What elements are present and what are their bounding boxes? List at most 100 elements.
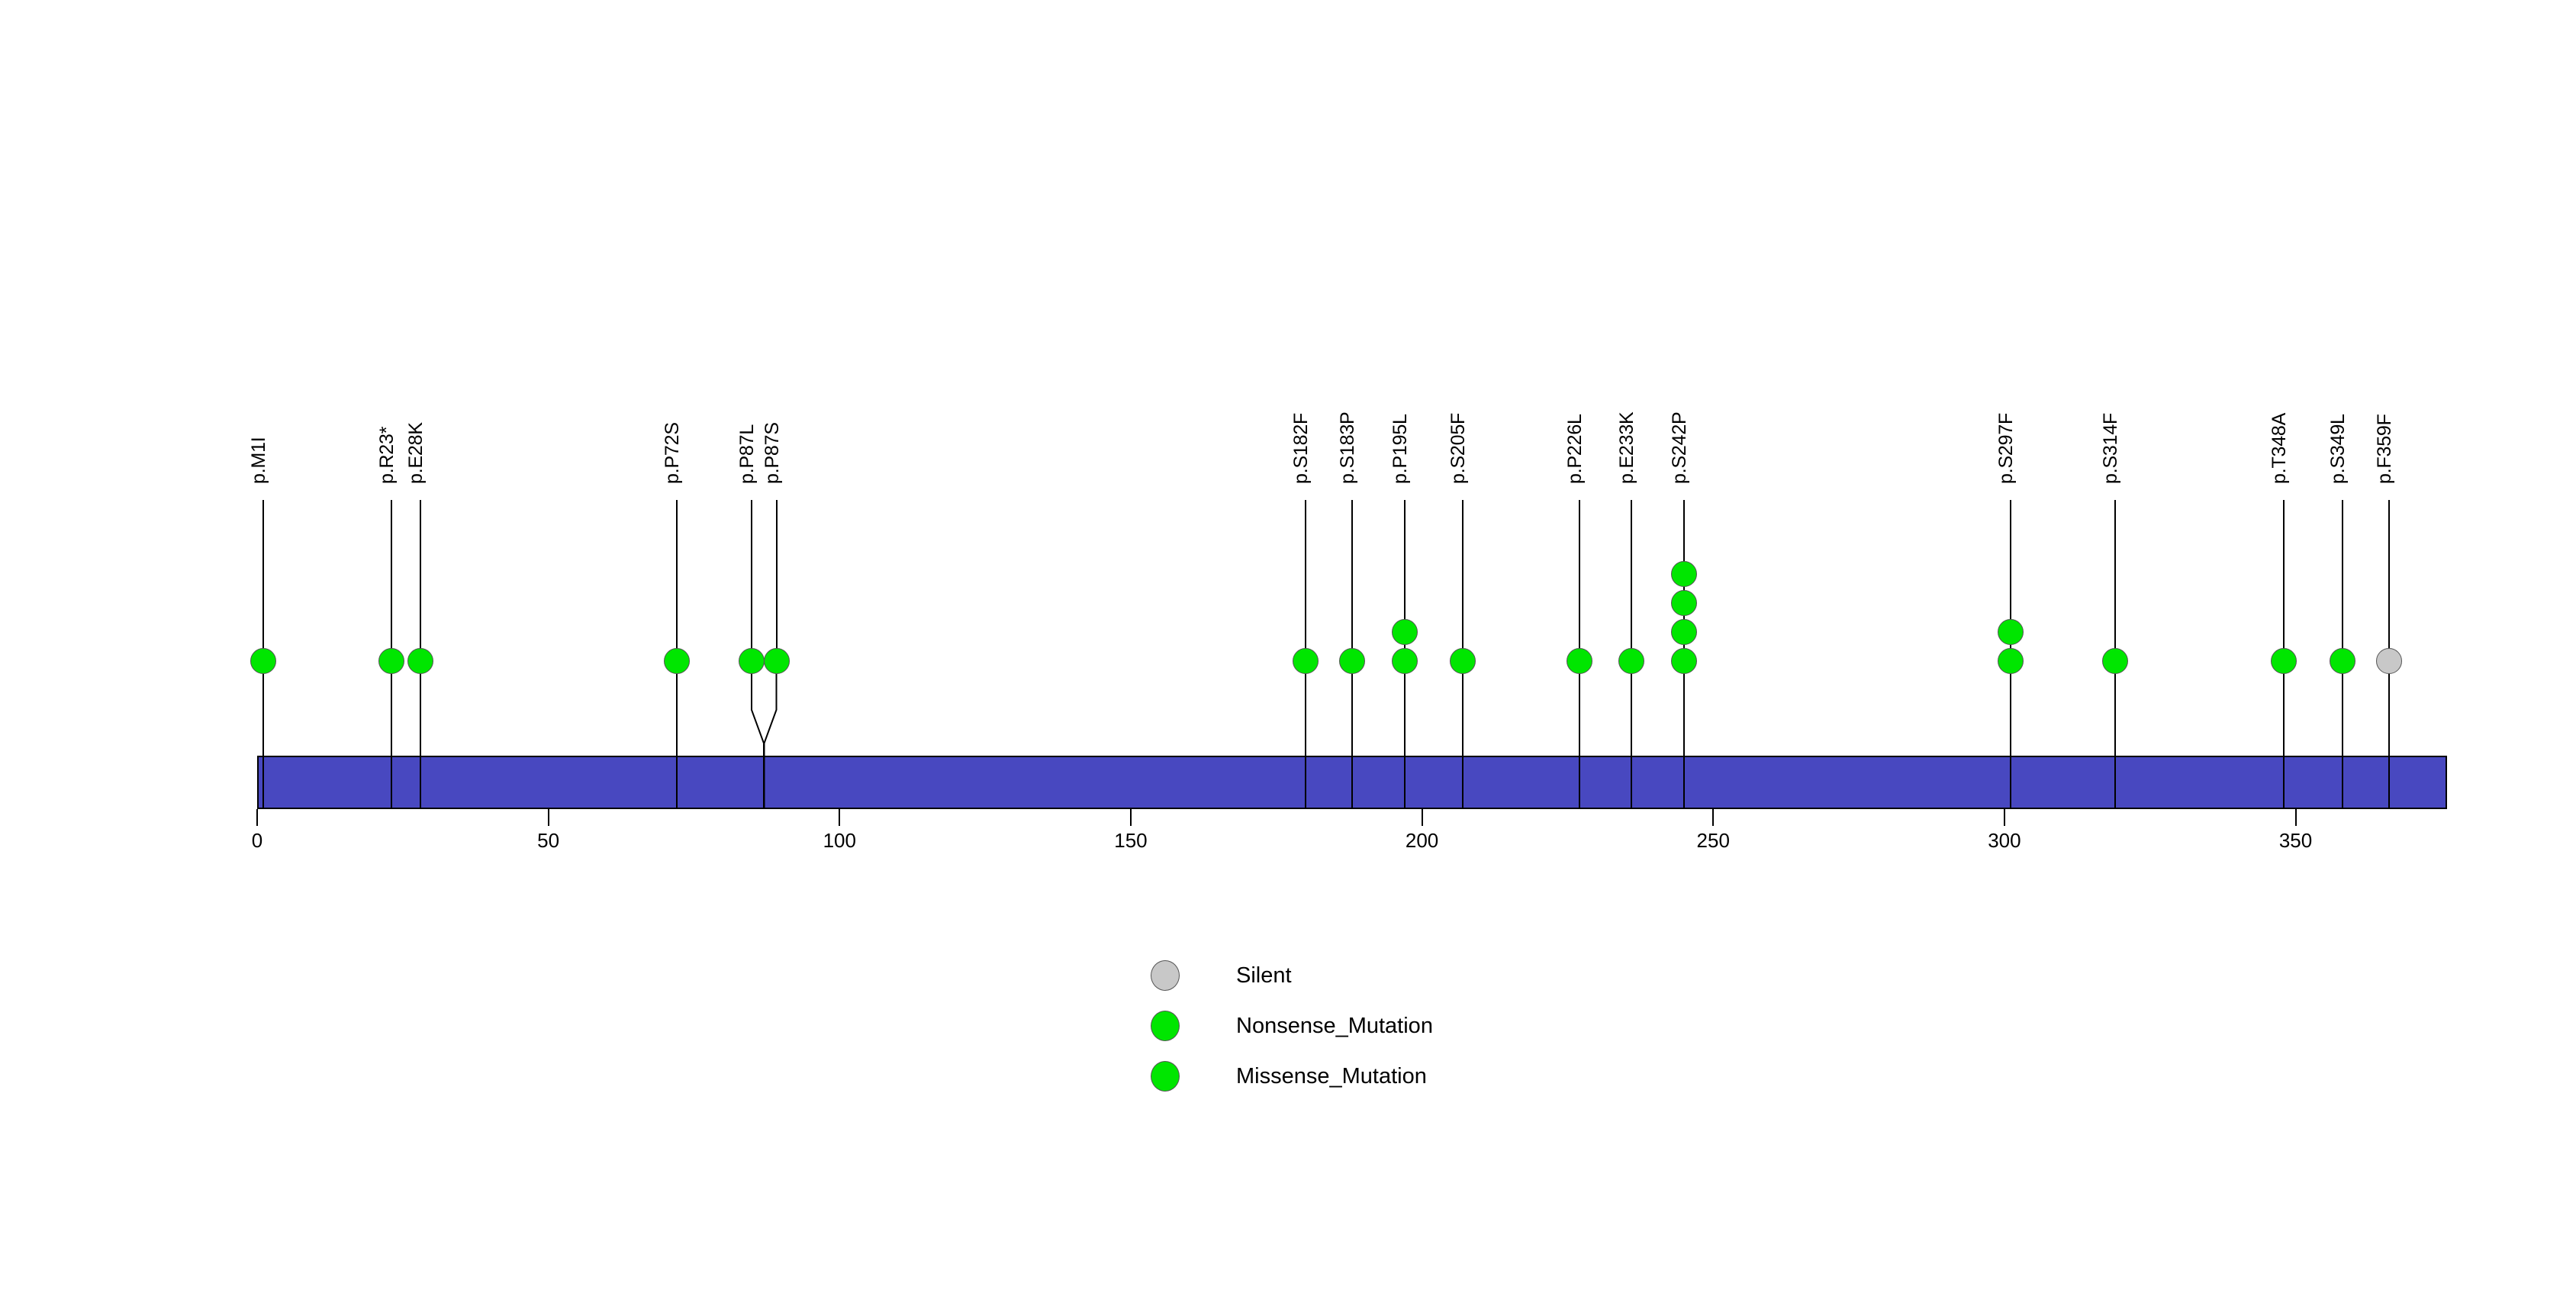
mutation-label: p.P226L (1563, 414, 1586, 484)
legend-swatch (1151, 1011, 1180, 1041)
x-axis-tick-label: 50 (537, 829, 560, 852)
mutation-label: p.P87L (736, 424, 758, 484)
lollipop-stem-lower (1578, 672, 1580, 809)
mutation-label: p.S314F (2099, 412, 2121, 484)
lollipop-stem-lower (2341, 672, 2343, 809)
mutation-dot[interactable] (1671, 590, 1698, 616)
lollipop-stem-lower (2114, 672, 2116, 809)
lollipop-stem-upper (2114, 500, 2116, 651)
lollipop-stem-lower (390, 672, 392, 809)
x-axis-tick-label: 150 (1114, 829, 1148, 852)
lollipop-stem-upper (2341, 500, 2343, 651)
mutation-label: p.M1I (247, 437, 269, 484)
mutation-dot[interactable] (1292, 648, 1319, 674)
mutation-dot[interactable] (663, 648, 690, 674)
x-axis-tick-label: 100 (823, 829, 856, 852)
mutation-dot[interactable] (1566, 648, 1592, 674)
mutation-dot[interactable] (250, 648, 276, 674)
mutation-dot[interactable] (1997, 619, 2024, 645)
mutation-label: p.S183P (1337, 411, 1358, 484)
lollipop-stem-lower (675, 672, 678, 809)
lollipop-stem-upper (1403, 500, 1406, 622)
mutation-dot[interactable] (378, 648, 404, 674)
mutation-dot[interactable] (1391, 648, 1418, 674)
legend-swatch (1151, 960, 1180, 991)
lollipop-stem-lower (419, 672, 421, 809)
x-axis-tick (547, 809, 549, 826)
mutation-label: p.F359F (2373, 414, 2395, 484)
lollipop-stem-upper (1351, 500, 1353, 651)
x-axis-tick-label: 350 (2278, 829, 2313, 852)
lollipop-stem-upper (1683, 500, 1686, 564)
mutation-dot[interactable] (1339, 648, 1365, 674)
mutation-label: p.R23* (375, 426, 398, 484)
mutation-dot[interactable] (2329, 648, 2355, 674)
x-axis-tick (839, 809, 841, 826)
lollipop-stem-upper (390, 500, 392, 651)
mutation-dot[interactable] (1671, 619, 1698, 645)
lollipop-stem-upper (675, 500, 678, 651)
x-axis-tick (1712, 809, 1715, 826)
legend-label: Nonsense_Mutation (1236, 1014, 1433, 1038)
lollipop-stem-upper (1462, 500, 1464, 651)
mutation-dot[interactable] (1671, 648, 1698, 674)
lollipop-stem-segment (1683, 585, 1686, 592)
x-axis-tick (1129, 809, 1132, 826)
lollipop-stem-lower (2009, 672, 2011, 809)
mutation-label: p.S297F (1995, 412, 2017, 484)
x-axis-tick-label: 250 (1696, 829, 1730, 852)
mutation-dot[interactable] (407, 648, 433, 674)
lollipop-stem-lower (763, 672, 778, 809)
legend-label: Silent (1236, 963, 1292, 988)
mutation-label: p.T348A (2268, 412, 2291, 484)
lollipop-stem-upper (262, 500, 264, 651)
mutation-dot[interactable] (2271, 648, 2297, 674)
lollipop-stem-lower (2283, 672, 2285, 809)
lollipop-stem-upper (1304, 500, 1306, 651)
lollipop-stem-upper (2388, 500, 2390, 651)
mutation-label: p.E28K (404, 422, 427, 484)
mutation-label: p.P195L (1389, 414, 1411, 484)
lollipop-stem-upper (1631, 500, 1633, 651)
mutation-dot[interactable] (763, 648, 790, 674)
mutation-label: p.S182F (1290, 412, 1312, 484)
x-axis-tick-label: 300 (1988, 829, 2021, 852)
x-axis-tick (2294, 809, 2297, 826)
legend-swatch (1151, 1061, 1180, 1092)
mutation-dot[interactable] (2101, 648, 2128, 674)
lollipop-stem-lower (1683, 672, 1686, 809)
x-axis-tick-label: 0 (251, 829, 263, 852)
mutation-dot[interactable] (1618, 648, 1645, 674)
lollipop-stem-lower (262, 672, 264, 809)
mutation-label: p.S349L (2326, 414, 2349, 484)
mutation-dot[interactable] (1997, 648, 2024, 674)
lollipop-stem-upper (419, 500, 421, 651)
mutation-label: p.S205F (1447, 412, 1470, 484)
x-axis-tick (2003, 809, 2005, 826)
mutation-dot[interactable] (2375, 648, 2402, 674)
lollipop-stem-upper (1578, 500, 1580, 651)
lollipop-stem-segment (1683, 614, 1686, 621)
lollipop-stem-segment (1403, 643, 1406, 650)
mutation-label: p.S242P (1669, 411, 1691, 484)
mutation-label: p.P72S (661, 422, 683, 484)
lollipop-stem-upper (750, 500, 752, 651)
lollipop-stem-upper (2009, 500, 2011, 622)
legend-label: Missense_Mutation (1236, 1064, 1427, 1088)
mutation-dot[interactable] (1450, 648, 1476, 674)
lollipop-stem-segment (2009, 643, 2011, 650)
mutation-label: p.P87S (761, 422, 783, 484)
mutation-dot[interactable] (1391, 619, 1418, 645)
mutation-dot[interactable] (738, 648, 765, 674)
lollipop-stem-lower (1403, 672, 1406, 809)
lollipop-stem-upper (775, 500, 778, 651)
lollipop-stem-lower (2388, 672, 2390, 809)
mutation-dot[interactable] (1671, 561, 1698, 587)
lollipop-stem-lower (1631, 672, 1633, 809)
lollipop-stem-upper (2283, 500, 2285, 651)
lollipop-stem-segment (1683, 643, 1686, 650)
lollipop-stem-lower (1304, 672, 1306, 809)
x-axis-tick (1421, 809, 1423, 826)
